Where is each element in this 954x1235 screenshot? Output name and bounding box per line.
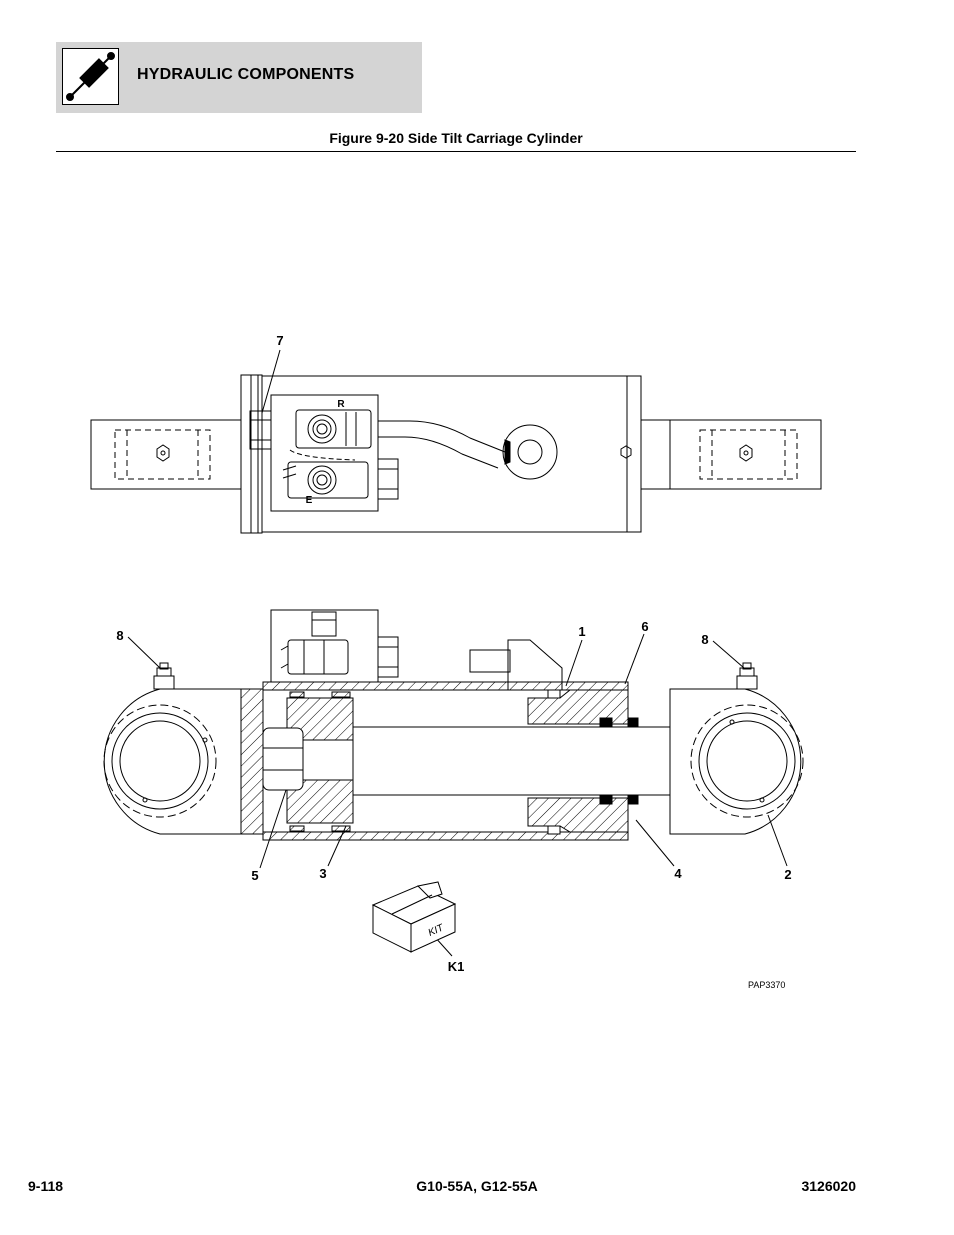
figure-title: Figure 9-20 Side Tilt Carriage Cylinder bbox=[329, 130, 583, 146]
port-label-e: E bbox=[306, 495, 313, 506]
page-number: 9-118 bbox=[28, 1178, 64, 1194]
top-view bbox=[90, 374, 822, 534]
section-title: HYDRAULIC COMPONENTS bbox=[137, 66, 355, 83]
section-view bbox=[103, 609, 804, 841]
callout-7: 7 bbox=[276, 333, 283, 348]
callout-4: 4 bbox=[674, 866, 682, 881]
kit-box-icon bbox=[371, 881, 457, 953]
document-number: 3126020 bbox=[801, 1178, 856, 1194]
callout-8-left: 8 bbox=[116, 628, 123, 643]
callout-2: 2 bbox=[784, 867, 791, 882]
callout-8-right: 8 bbox=[701, 632, 708, 647]
leader-lines bbox=[127, 349, 788, 957]
drawing-code: PAP3370 bbox=[748, 980, 785, 990]
model-numbers: G10-55A, G12-55A bbox=[416, 1178, 538, 1194]
callout-1: 1 bbox=[578, 624, 585, 639]
callout-k1: K1 bbox=[448, 959, 465, 974]
hydraulic-cylinder-icon bbox=[62, 48, 119, 105]
port-label-r: R bbox=[337, 399, 345, 410]
callout-5: 5 bbox=[251, 868, 258, 883]
header-rule bbox=[56, 151, 856, 152]
callout-6: 6 bbox=[641, 619, 648, 634]
callout-3: 3 bbox=[319, 866, 326, 881]
